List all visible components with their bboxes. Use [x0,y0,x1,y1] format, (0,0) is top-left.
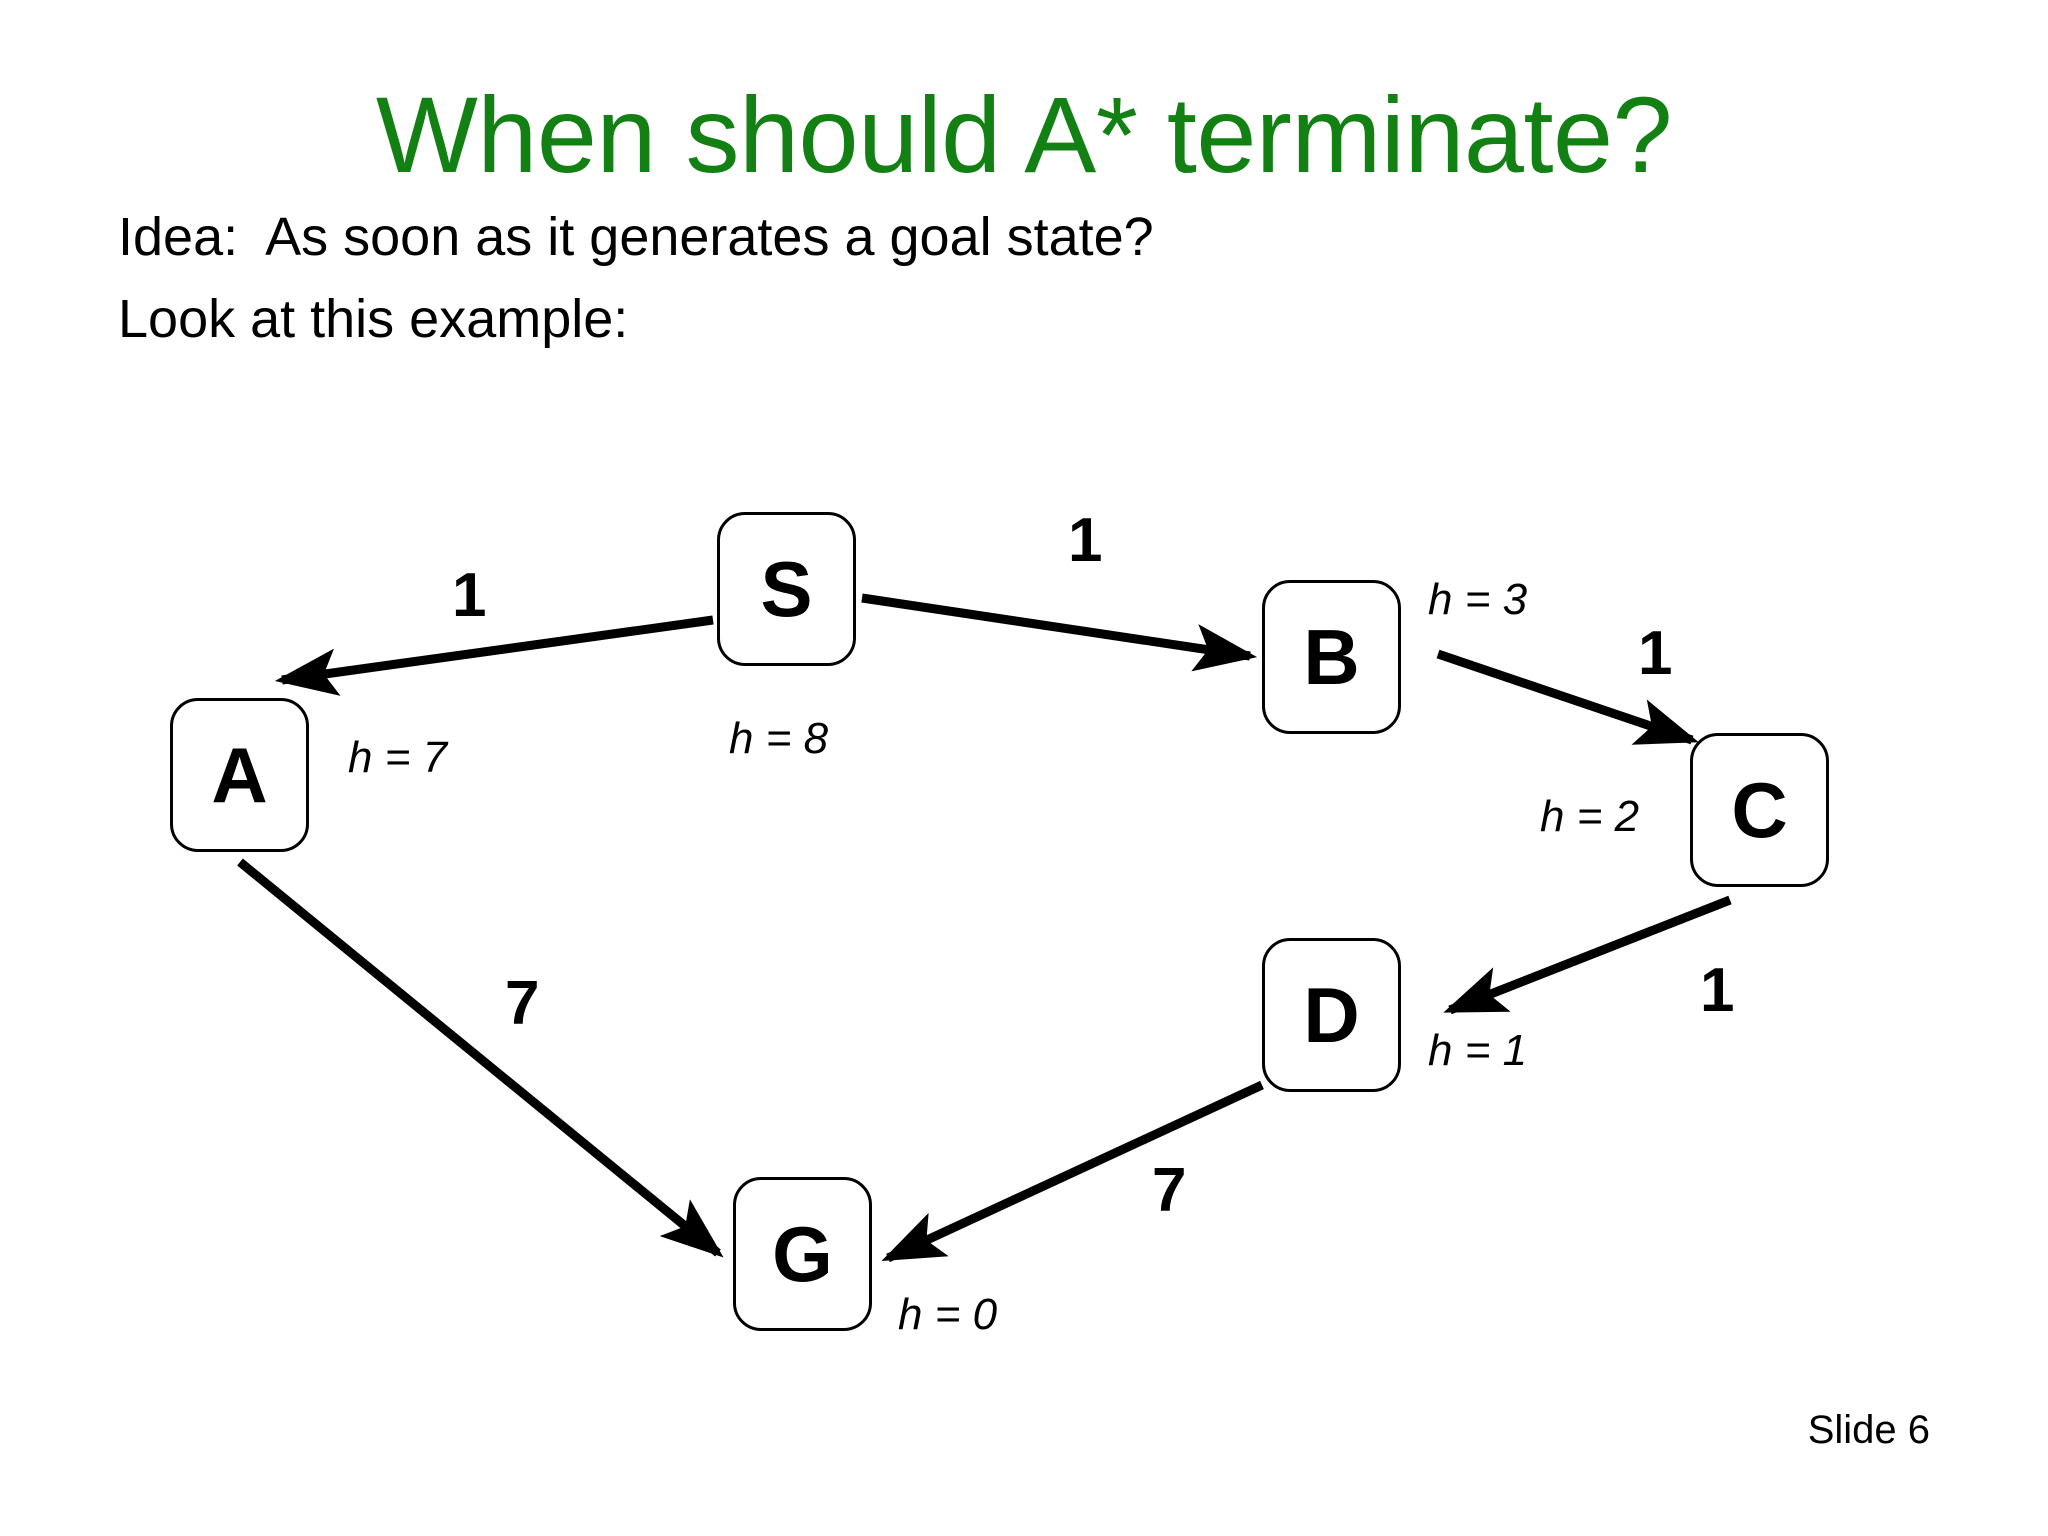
graph-node-c-heuristic: h = 2 [1540,792,1640,841]
edge-s-to-b [861,593,1258,672]
graph-node-s[interactable]: S [717,512,856,666]
graph-node-a[interactable]: A [170,698,309,852]
graph-node-a-heuristic: h = 7 [348,733,448,782]
slide-number: Slide 6 [1807,1408,1930,1452]
body-line-idea: Idea: As soon as it generates a goal sta… [118,207,1154,267]
graph-node-a-label: A [211,731,268,819]
graph-node-s-heuristic: h = 8 [729,714,829,763]
edge-c-to-d [1443,895,1732,1015]
edge-weight-s-a: 1 [452,561,487,630]
graph-node-d[interactable]: D [1262,938,1401,1092]
graph-node-b-label: B [1303,613,1360,701]
edge-d-to-g [881,1080,1264,1263]
graph-node-g-heuristic: h = 0 [898,1290,998,1339]
graph-node-b[interactable]: B [1262,580,1401,734]
graph-node-g-label: G [772,1210,833,1298]
graph-node-g[interactable]: G [733,1177,872,1331]
graph-node-b-heuristic: h = 3 [1428,575,1528,624]
graph-node-c[interactable]: C [1690,733,1829,887]
body-line-example: Look at this example: [118,289,629,349]
edge-a-to-g [237,858,724,1258]
page-title: When should A* terminate? [375,74,1673,195]
edge-weight-c-d: 1 [1700,956,1735,1025]
graph-node-d-heuristic: h = 1 [1428,1026,1528,1075]
graph-node-c-label: C [1731,766,1788,854]
edge-weight-d-g: 7 [1152,1156,1187,1225]
edge-weight-a-g: 7 [505,969,540,1038]
edge-s-to-a [274,615,714,696]
graph-node-s-label: S [760,545,813,633]
edge-weight-b-c: 1 [1638,619,1673,688]
edge-weight-s-b: 1 [1068,506,1103,575]
graph-node-d-label: D [1303,971,1360,1059]
